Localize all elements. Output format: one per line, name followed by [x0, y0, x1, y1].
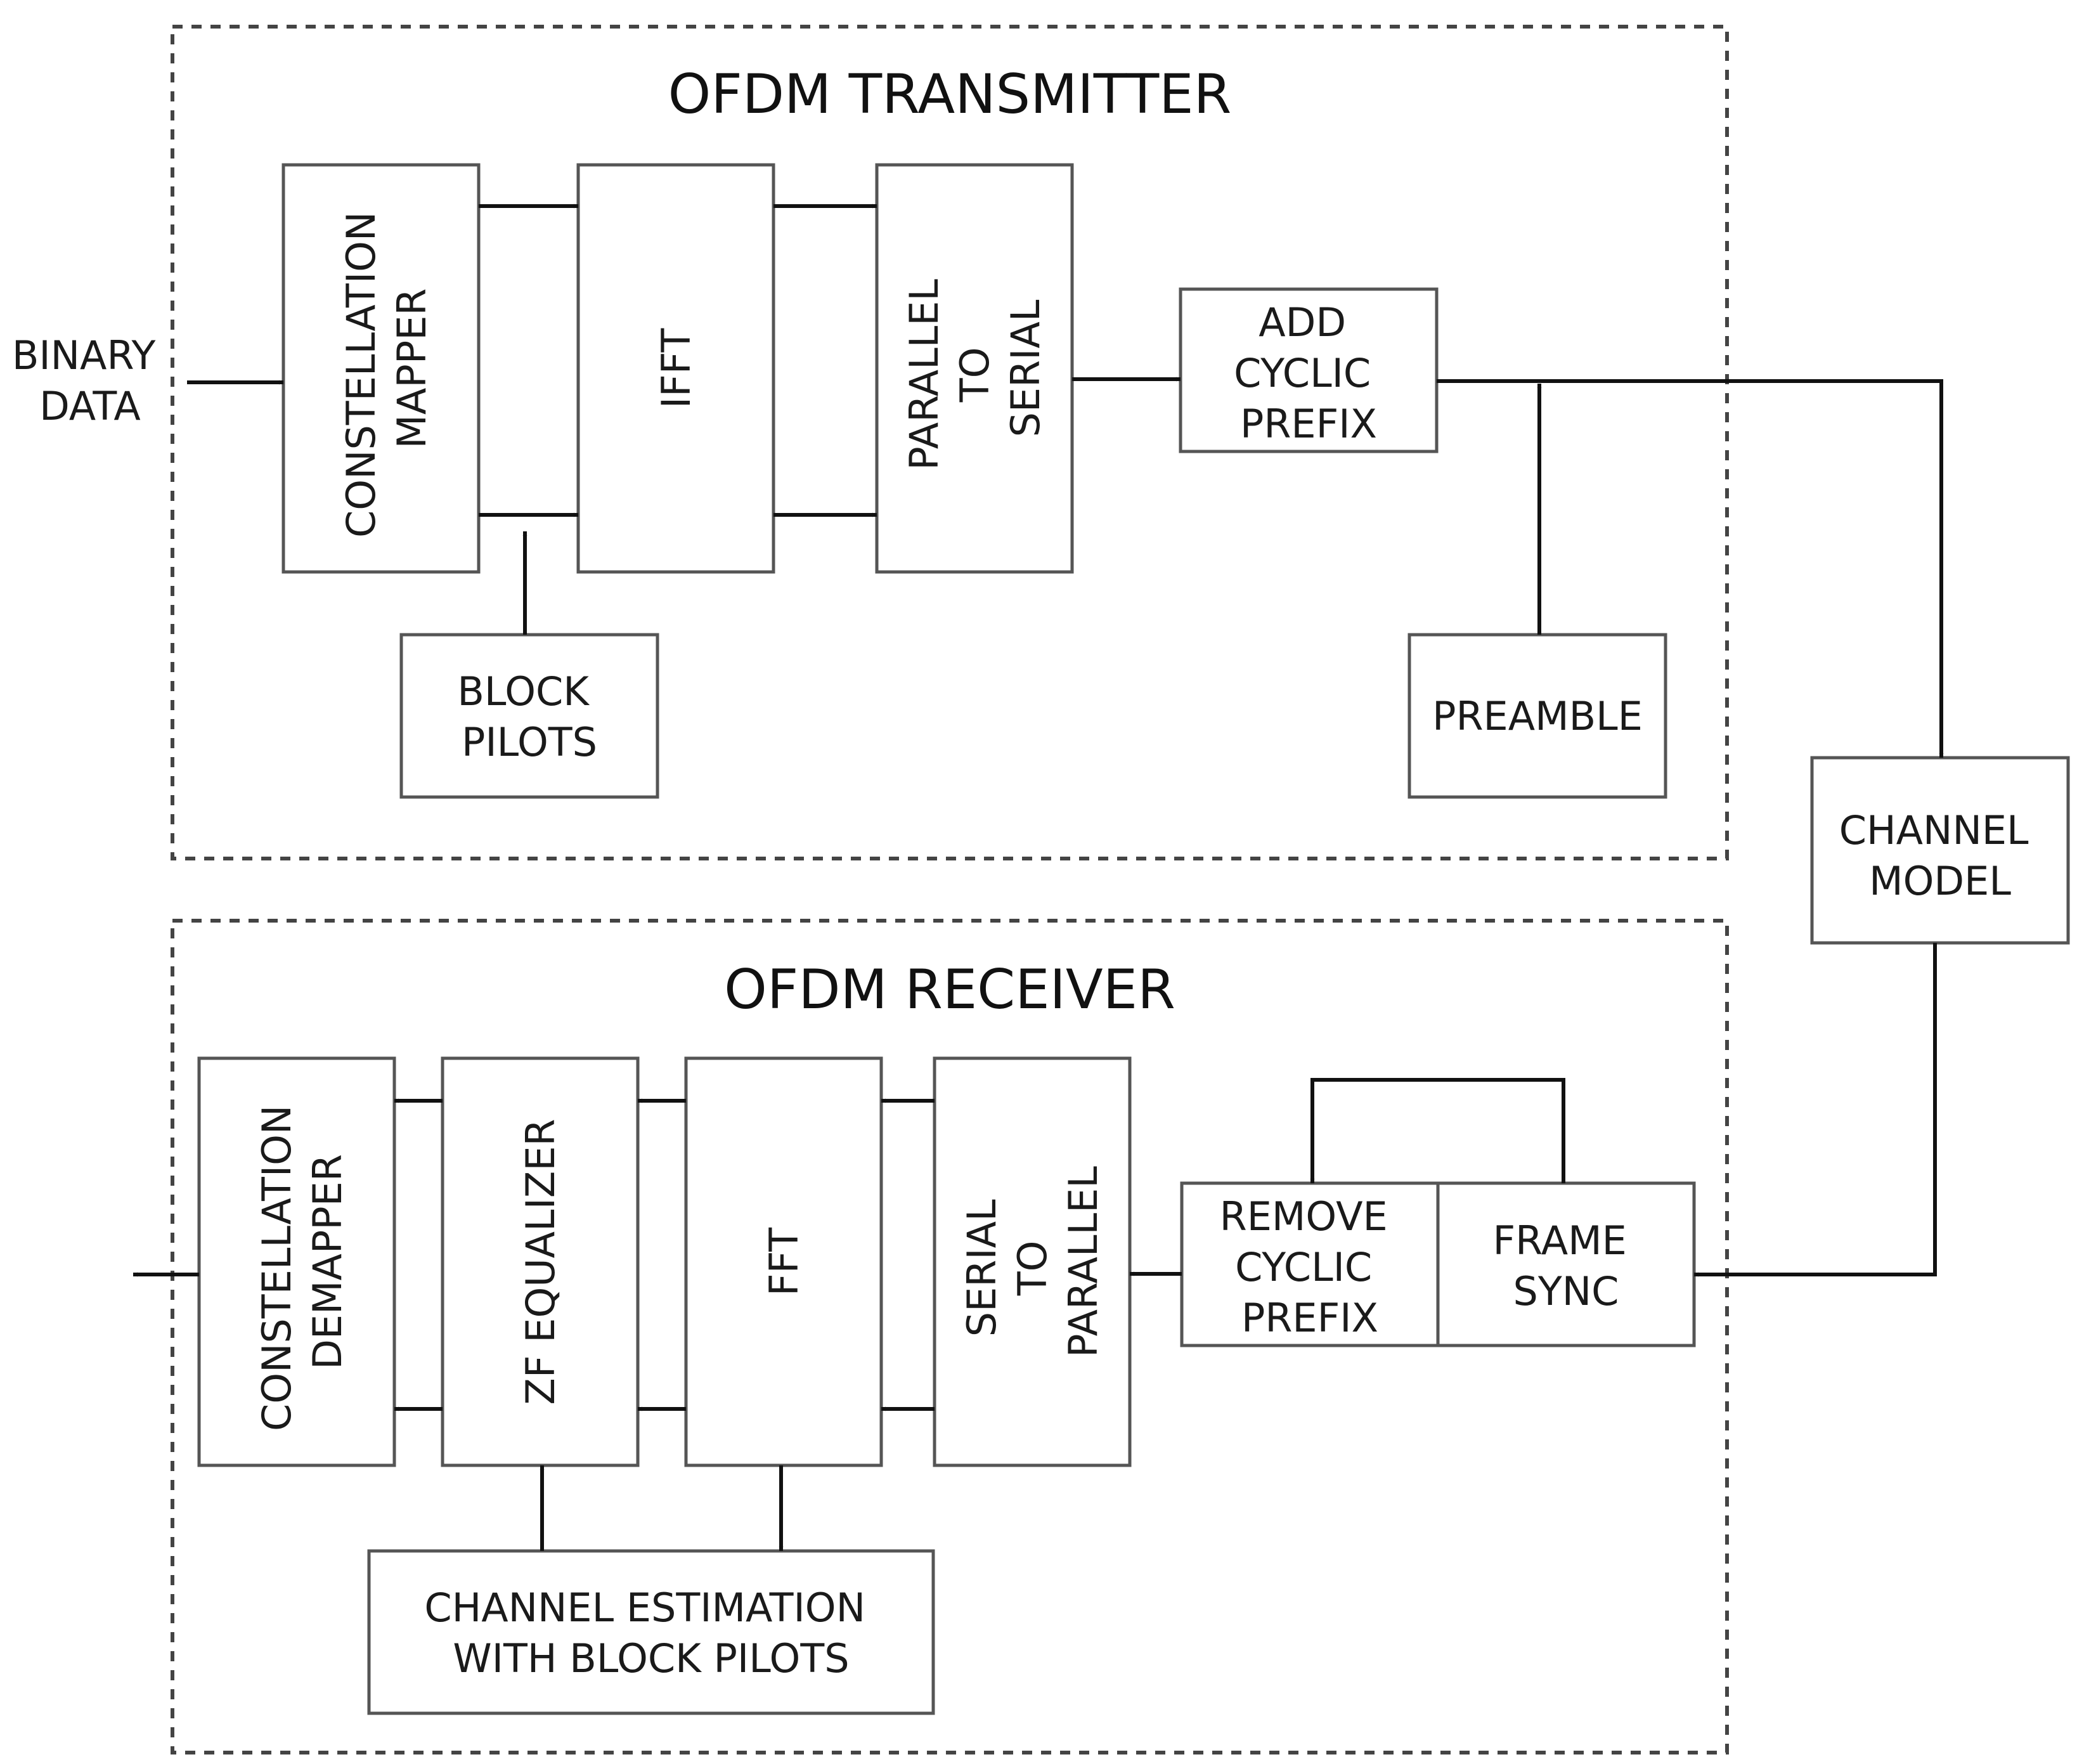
constellation-mapper-block: CONSTELLATION MAPPER	[281, 163, 481, 574]
constellation-demapper-block: CONSTELLATION DEMAPPER	[197, 1056, 396, 1467]
fft-block: FFT	[684, 1056, 883, 1467]
fft-label: FFT	[761, 1227, 807, 1296]
parallel-to-serial-label: PARALLEL TO SERIAL	[901, 266, 1049, 470]
zf-equalizer-label: ZF EQUALIZER	[517, 1119, 564, 1404]
remove-cyclic-prefix-block: REMOVE CYCLIC PREFIX	[1180, 1181, 1440, 1347]
parallel-to-serial-block: PARALLEL TO SERIAL	[875, 163, 1074, 574]
zf-equalizer-block: ZF EQUALIZER	[441, 1056, 640, 1467]
ifft-block: IFFT	[576, 163, 775, 574]
block-pilots-block: BLOCK PILOTS	[399, 633, 659, 799]
block-pilots-label: BLOCK PILOTS	[457, 668, 601, 765]
constellation-demapper-label: CONSTELLATION DEMAPPER	[254, 1093, 351, 1431]
add-cyclic-prefix-block: ADD CYCLIC PREFIX	[1179, 287, 1439, 453]
transmitter-group	[171, 25, 1729, 860]
serial-to-parallel-label: SERIAL TO PARALLEL	[959, 1166, 1106, 1358]
receiver-group	[171, 919, 1729, 1754]
binary-data-label: BINARY DATA	[12, 332, 168, 429]
serial-to-parallel-block: SERIAL TO PARALLEL	[933, 1056, 1132, 1467]
ifft-label: IFFT	[653, 328, 699, 409]
arrow-channel-to-framesync	[1694, 943, 1937, 1277]
arrow-framesync-to-removecp	[1310, 1078, 1565, 1183]
frame-sync-label: FRAME SYNC	[1492, 1217, 1639, 1314]
add-cyclic-prefix-label: ADD CYCLIC PREFIX	[1234, 299, 1383, 447]
frame-sync-block: FRAME SYNC	[1436, 1181, 1696, 1347]
remove-cyclic-prefix-label: REMOVE CYCLIC PREFIX	[1220, 1193, 1401, 1341]
transmitter-connectors	[187, 204, 1944, 758]
receiver-connectors	[133, 943, 1937, 1551]
constellation-mapper-label: CONSTELLATION MAPPER	[338, 199, 435, 538]
receiver-title: OFDM RECEIVER	[724, 958, 1175, 1021]
channel-estimation-label: CHANNEL ESTIMATION WITH BLOCK PILOTS	[424, 1585, 877, 1682]
channel-model-block: CHANNEL MODEL	[1810, 756, 2070, 945]
channel-model-label: CHANNEL MODEL	[1839, 807, 2041, 904]
transmitter-title: OFDM TRANSMITTER	[668, 63, 1232, 126]
channel-estimation-block: CHANNEL ESTIMATION WITH BLOCK PILOTS	[367, 1549, 935, 1715]
preamble-block: PREAMBLE	[1407, 633, 1667, 799]
arrow-cp-to-channel	[1437, 379, 1944, 758]
preamble-label: PREAMBLE	[1432, 693, 1643, 739]
